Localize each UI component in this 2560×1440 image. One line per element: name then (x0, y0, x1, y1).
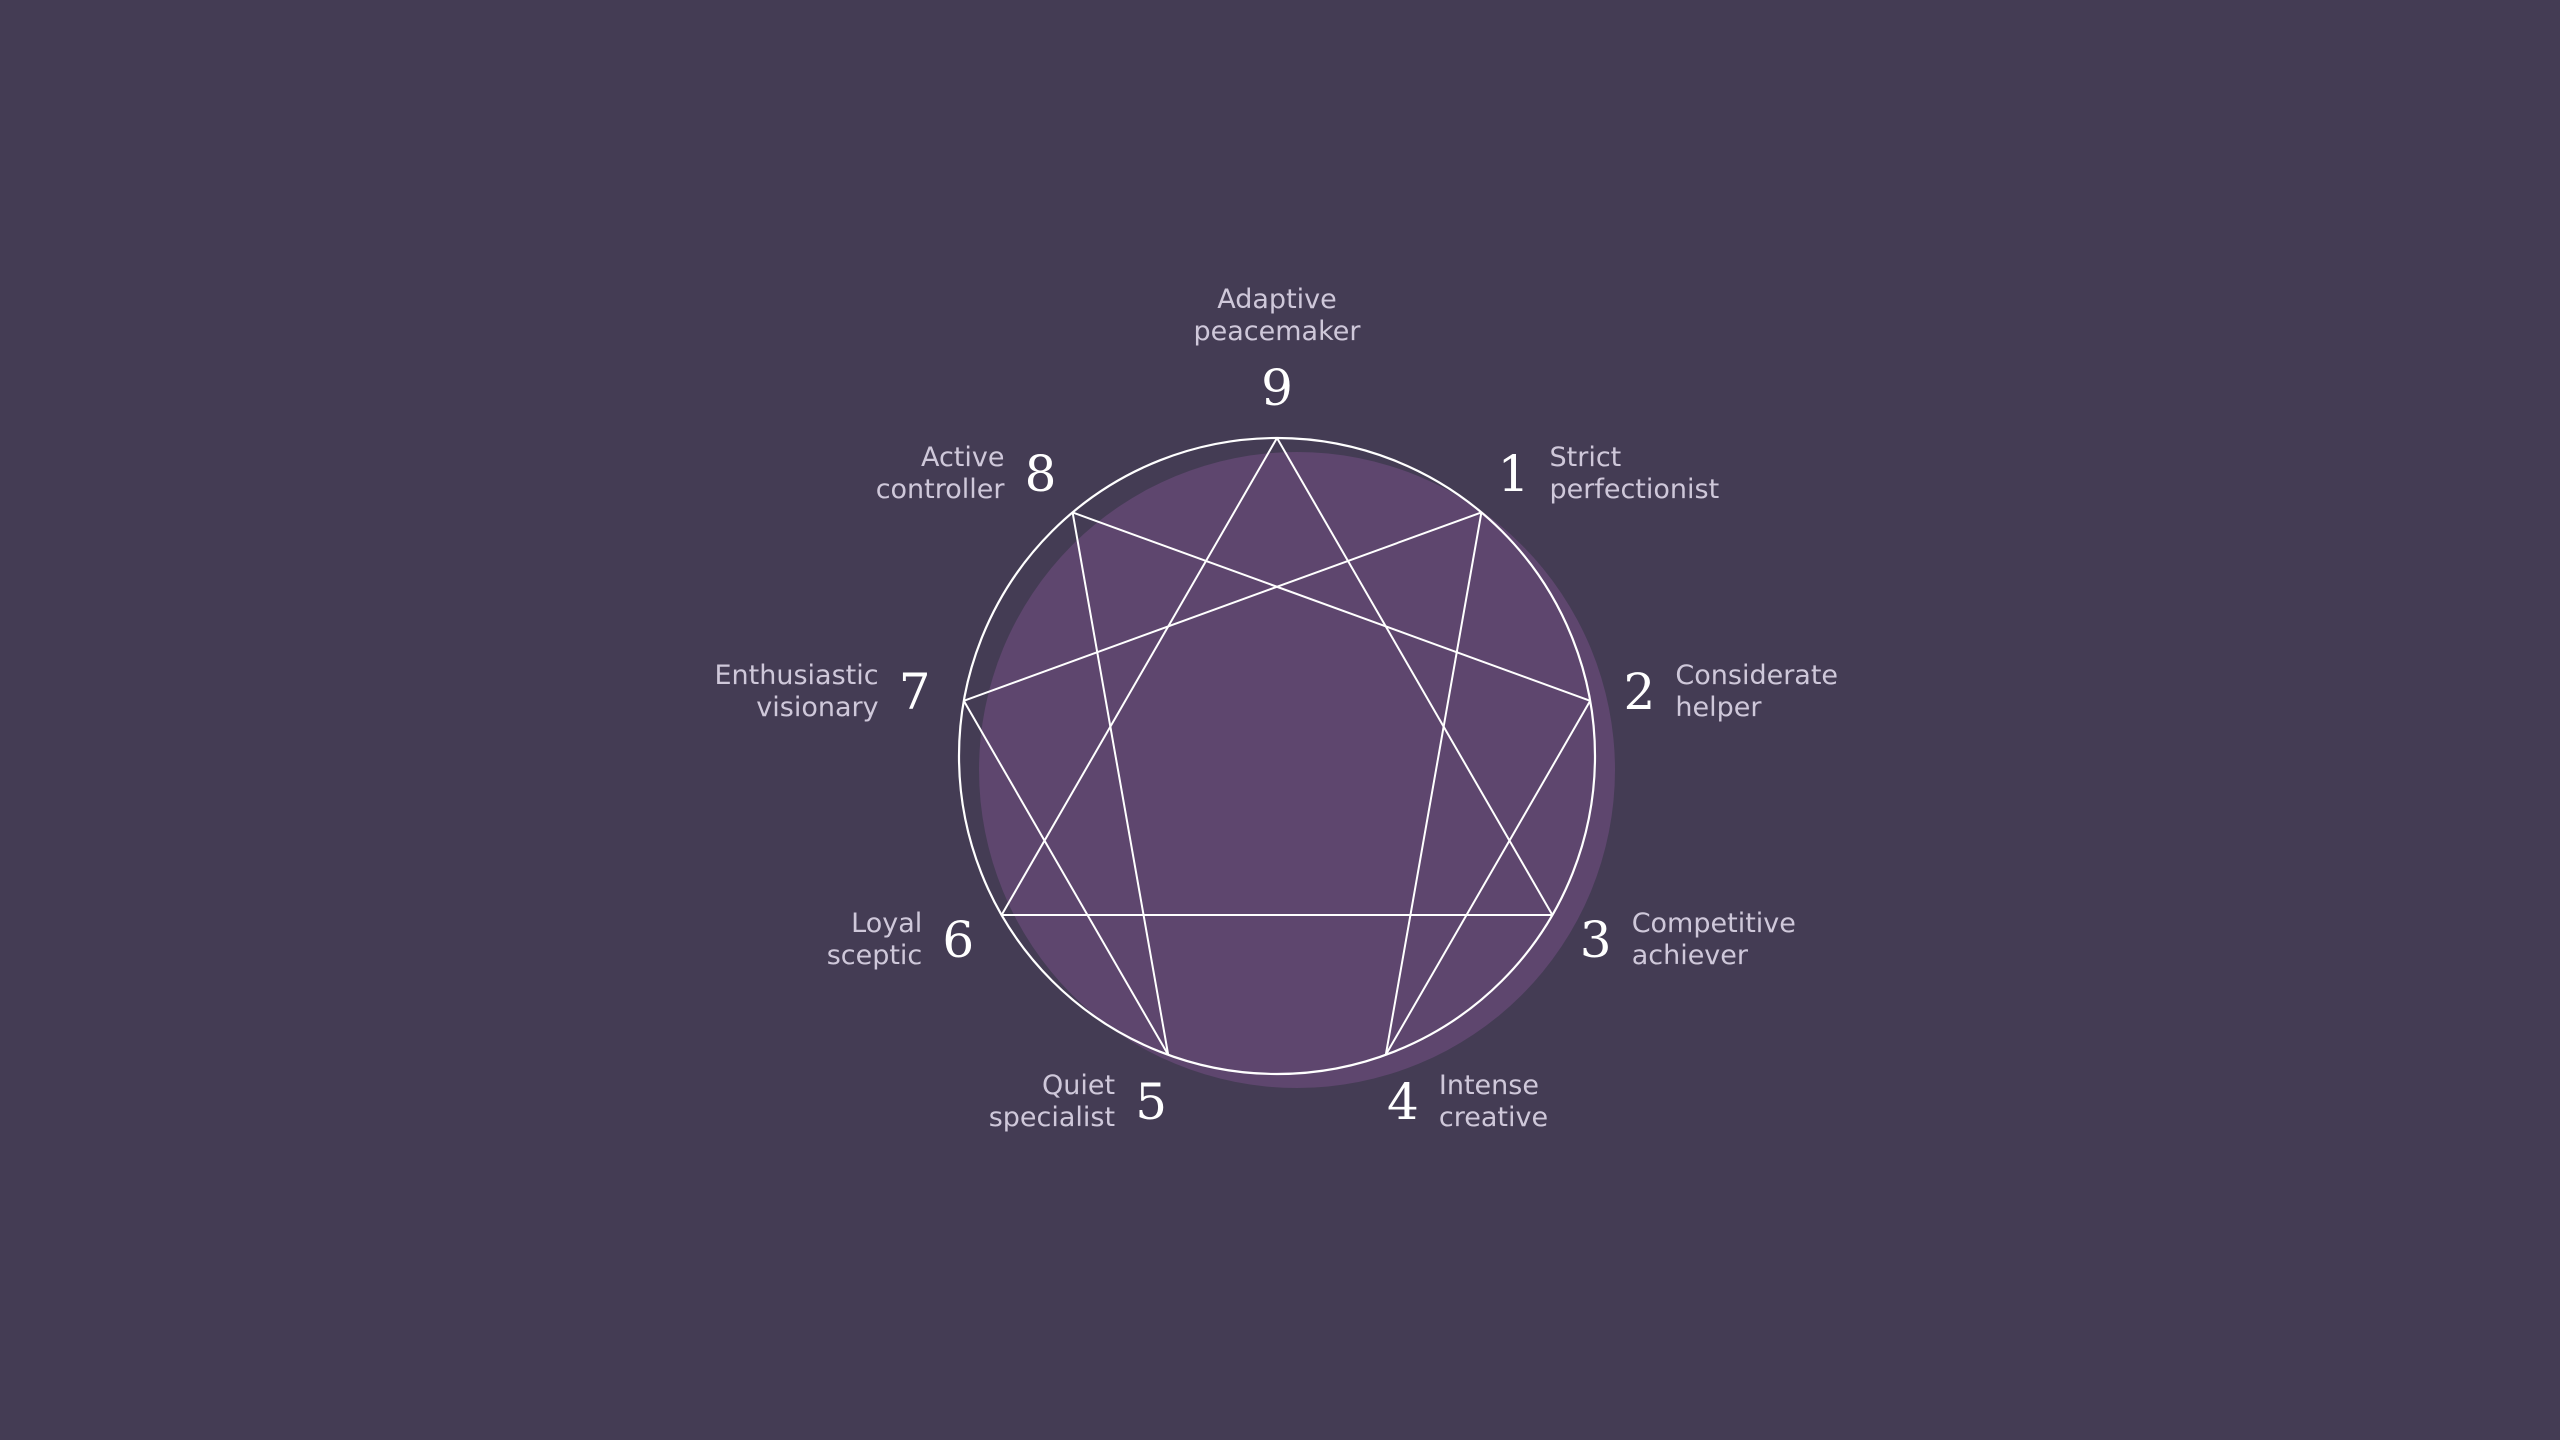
point-label-line: Strict (1550, 442, 1622, 473)
point-label-line: Quiet (1042, 1070, 1115, 1101)
point-label-line: Considerate (1675, 660, 1838, 691)
point-number-6: 6 (942, 911, 974, 969)
point-label-line: visionary (756, 692, 878, 723)
hexad-line-4-2 (1384, 700, 1592, 1056)
point-label-line: Loyal (851, 908, 922, 939)
point-label-line: Enthusiastic (714, 660, 878, 691)
connection-lines (962, 437, 1592, 1056)
point-label-line: Intense (1439, 1070, 1539, 1101)
point-number-2: 2 (1623, 663, 1655, 721)
hexad-line-2-8 (1072, 511, 1591, 702)
point-label-line: Active (921, 442, 1005, 473)
hexad-line-1-4 (1384, 512, 1483, 1055)
point-label-line: Competitive (1632, 908, 1796, 939)
triangle-line-6-9 (1000, 437, 1278, 916)
hexad-line-5-7 (962, 700, 1170, 1056)
point-label-line: specialist (989, 1102, 1115, 1133)
hexad-line-7-1 (963, 511, 1482, 702)
point-number-7: 7 (899, 663, 931, 721)
point-number-4: 4 (1387, 1073, 1419, 1131)
point-number-9: 9 (1261, 359, 1293, 417)
point-number-3: 3 (1580, 911, 1612, 969)
point-number-1: 1 (1498, 445, 1530, 503)
point-label-line: achiever (1632, 940, 1749, 971)
point-label-line: Adaptive (1217, 284, 1337, 315)
hexad-line-8-5 (1071, 512, 1170, 1055)
background-disc (979, 452, 1615, 1088)
point-label-line: helper (1675, 692, 1762, 723)
point-number-8: 8 (1025, 445, 1057, 503)
point-label-line: controller (876, 474, 1006, 505)
point-label-line: perfectionist (1550, 474, 1720, 505)
triangle-line-9-3 (1276, 437, 1554, 916)
point-number-5: 5 (1135, 1073, 1167, 1131)
point-label-line: creative (1439, 1102, 1548, 1133)
point-label-line: sceptic (827, 940, 923, 971)
point-label-line: peacemaker (1194, 316, 1362, 347)
